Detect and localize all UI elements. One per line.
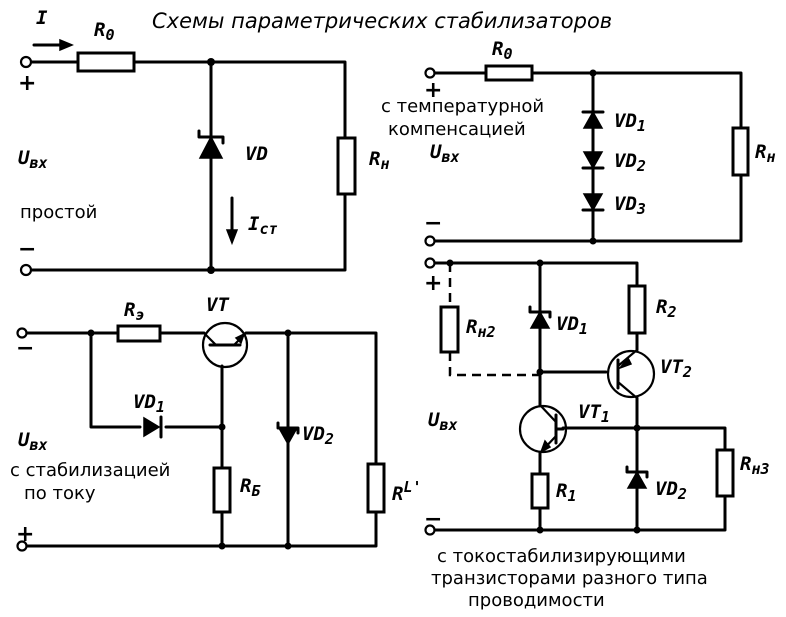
resistor-rn3 <box>715 448 735 498</box>
terminal-minus-trans <box>424 524 436 536</box>
label-vd2-temp: VD2 <box>614 150 646 175</box>
current-wires <box>22 331 378 548</box>
label-uin: Uвх <box>18 147 48 172</box>
circuit-current-stab: Rэ VT VD1 VD2 RБ RL' Uвх − + с стабилиза… <box>10 294 422 552</box>
label-r0-temp: R0 <box>492 38 512 63</box>
rn2-dashed-wire <box>448 263 540 377</box>
label-r2: R2 <box>656 296 676 321</box>
resistor-rn2 <box>439 305 460 354</box>
label-rn: Rн <box>369 148 389 173</box>
resistor-re <box>116 324 162 343</box>
resistor-r1 <box>530 472 550 510</box>
caption-trans-3: проводимости <box>468 590 605 611</box>
sign-minus-trans: − <box>424 507 442 532</box>
diode-vd1 <box>581 110 605 129</box>
label-ist: Iст <box>248 213 278 238</box>
zener-vd2-trans <box>625 465 649 489</box>
label-rn-temp: Rн <box>755 141 775 166</box>
terminal-minus-current <box>16 327 28 339</box>
diode-vd1-current <box>143 415 163 439</box>
label-r0: R0 <box>94 19 114 44</box>
terminal-plus-temp <box>424 67 436 79</box>
sign-minus-temp: − <box>424 211 442 236</box>
label-vd1-current: VD1 <box>133 391 165 416</box>
label-vt2: VT2 <box>660 356 692 381</box>
resistor-r2 <box>627 284 647 335</box>
caption-current-2: по току <box>24 483 96 504</box>
label-uin-current: Uвх <box>18 429 48 454</box>
trans-vt1-wires <box>538 370 608 532</box>
label-vd1-trans: VD1 <box>556 313 588 338</box>
terminal-minus-temp <box>424 235 436 247</box>
resistor-rl <box>366 462 386 514</box>
label-vd2-current: VD2 <box>302 423 334 448</box>
sign-plus-current: + <box>16 522 34 547</box>
label-r1: R1 <box>556 480 576 505</box>
circuit-transistor-stab: Rн2 VD1 R2 VT2 VT1 R1 VD2 Rн3 Uвх + − с … <box>424 257 770 611</box>
terminal-minus <box>19 263 33 277</box>
label-vt: VT <box>206 294 229 316</box>
simple-wires <box>26 60 347 272</box>
sheet-title: Схемы параметрических стабилизаторов <box>152 9 612 33</box>
terminal-plus-current <box>16 540 28 552</box>
load-resistor-temp <box>731 126 750 177</box>
trans-top-wires <box>430 261 639 352</box>
caption-simple: простой <box>20 202 97 223</box>
label-vt1: VT1 <box>578 401 610 426</box>
diode-vd3 <box>581 193 605 212</box>
sign-minus-current: − <box>16 336 34 361</box>
caption-temp-2: компенсацией <box>388 119 526 140</box>
terminal-plus-trans <box>424 257 436 269</box>
label-uin-trans: Uвх <box>428 409 458 434</box>
label-rl: RL' <box>392 478 422 505</box>
sign-plus: + <box>18 71 36 96</box>
label-current: I <box>36 7 48 29</box>
current-arrow-ist <box>225 196 239 246</box>
current-bypass-wire <box>89 331 224 429</box>
transistor-vt <box>201 321 249 369</box>
label-rn3: Rн3 <box>740 453 770 478</box>
resistor-r0 <box>76 51 136 73</box>
terminal-plus <box>19 55 33 69</box>
zener-vd1-trans <box>528 305 552 329</box>
label-vd: VD <box>245 143 268 165</box>
zener-diode-vd <box>197 129 225 159</box>
sign-plus-temp: + <box>424 78 442 103</box>
circuit-simple: I R0 VD Iст Rн Uвх + − простой <box>18 7 389 277</box>
label-rn2: Rн2 <box>466 316 496 341</box>
caption-trans-1: с токостабилизирующими <box>437 546 686 567</box>
sign-plus-trans: + <box>424 271 442 296</box>
sign-minus: − <box>18 237 36 262</box>
label-uin-temp: Uвх <box>430 141 460 166</box>
label-vd3-temp: VD3 <box>614 193 646 218</box>
caption-temp-1: с температурной <box>381 96 544 117</box>
zener-vd2-current <box>276 421 300 446</box>
transistor-vt2 <box>606 348 656 400</box>
caption-current-1: с стабилизацией <box>10 460 170 481</box>
label-re: Rэ <box>124 299 144 324</box>
resistor-r0-temp <box>484 64 534 82</box>
label-rb: RБ <box>240 475 261 500</box>
label-vd2-trans: VD2 <box>655 478 687 503</box>
label-vd1-temp: VD1 <box>614 110 646 135</box>
current-arrow-i <box>32 38 74 52</box>
load-resistor <box>336 136 357 196</box>
circuit-temp-comp: R0 VD1 VD2 VD3 Rн Uвх + − с температурно… <box>381 38 775 247</box>
diode-vd2 <box>581 151 605 170</box>
transistor-vt1 <box>518 403 568 455</box>
resistor-rb <box>212 466 232 514</box>
caption-trans-2: транзисторами разного типа <box>431 568 708 589</box>
